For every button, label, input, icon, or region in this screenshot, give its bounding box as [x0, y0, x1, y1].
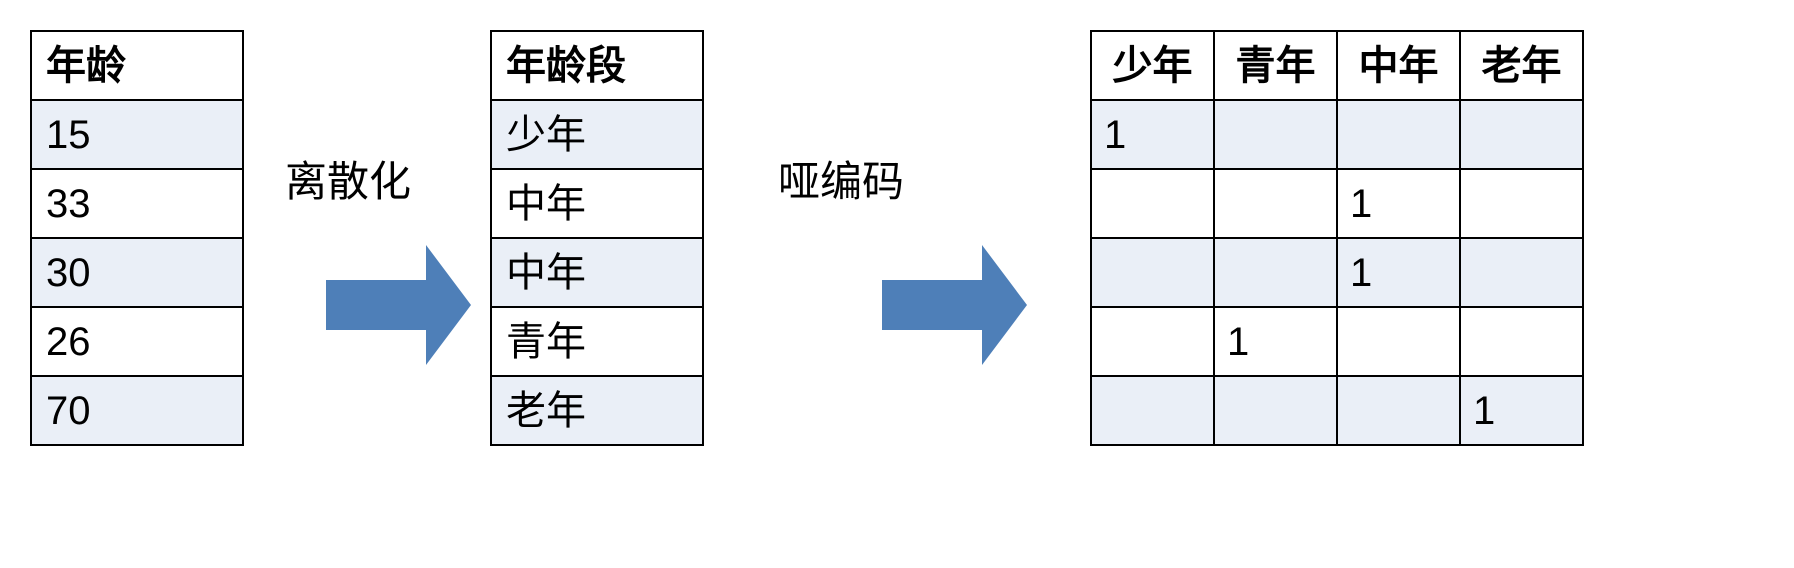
- table-row: 青年: [490, 306, 704, 377]
- age-band-cell: 青年: [490, 306, 704, 377]
- one-hot-header-cell: 少年: [1090, 30, 1215, 101]
- table-header-row: 年龄: [30, 30, 244, 101]
- table-row: 30: [30, 237, 244, 308]
- age-band-cell: 中年: [490, 237, 704, 308]
- age-band-table-header-cell: 年龄段: [490, 30, 704, 101]
- one-hot-cell: [1090, 306, 1215, 377]
- one-hot-cell: [1090, 375, 1215, 446]
- one-hot-cell: [1336, 375, 1461, 446]
- one-hot-cell: [1213, 375, 1338, 446]
- table-row: 中年: [490, 168, 704, 239]
- age-cell: 70: [30, 375, 244, 446]
- table-row: 33: [30, 168, 244, 239]
- one-hot-cell: 1: [1336, 237, 1461, 308]
- table-row: 中年: [490, 237, 704, 308]
- age-band-table: 年龄段 少年 中年 中年 青年 老年: [490, 30, 704, 446]
- one-hot-cell: [1459, 99, 1584, 170]
- dummy-encoding-step: 哑编码: [770, 155, 1040, 365]
- table-row: 1: [1090, 99, 1584, 170]
- table-header-row: 年龄段: [490, 30, 704, 101]
- table-row: 26: [30, 306, 244, 377]
- arrow-label-discretization: 离散化: [285, 158, 412, 205]
- table-header-row: 少年 青年 中年 老年: [1090, 30, 1584, 101]
- table-row: 1: [1090, 237, 1584, 308]
- age-cell: 33: [30, 168, 244, 239]
- one-hot-cell: [1090, 168, 1215, 239]
- table-row: 15: [30, 99, 244, 170]
- table-row: 1: [1090, 306, 1584, 377]
- one-hot-cell: 1: [1336, 168, 1461, 239]
- table-row: 1: [1090, 168, 1584, 239]
- age-band-cell: 少年: [490, 99, 704, 170]
- one-hot-cell: [1336, 99, 1461, 170]
- age-cell: 15: [30, 99, 244, 170]
- age-table-header-cell: 年龄: [30, 30, 244, 101]
- one-hot-cell: [1213, 99, 1338, 170]
- one-hot-cell: [1213, 168, 1338, 239]
- one-hot-cell: [1090, 237, 1215, 308]
- one-hot-cell: 1: [1090, 99, 1215, 170]
- one-hot-cell: [1213, 237, 1338, 308]
- table-row: 1: [1090, 375, 1584, 446]
- one-hot-cell: [1336, 306, 1461, 377]
- discretization-step: 离散化: [275, 155, 485, 365]
- one-hot-cell: [1459, 168, 1584, 239]
- one-hot-header-cell: 老年: [1459, 30, 1584, 101]
- one-hot-header-cell: 青年: [1213, 30, 1338, 101]
- right-arrow-icon: [326, 245, 471, 365]
- age-band-cell: 中年: [490, 168, 704, 239]
- right-arrow-icon: [882, 245, 1027, 365]
- one-hot-cell: 1: [1459, 375, 1584, 446]
- arrow-label-dummy-encoding: 哑编码: [778, 158, 905, 205]
- one-hot-cell: [1459, 237, 1584, 308]
- table-row: 老年: [490, 375, 704, 446]
- table-row: 少年: [490, 99, 704, 170]
- one-hot-cell: 1: [1213, 306, 1338, 377]
- one-hot-cell: [1459, 306, 1584, 377]
- one-hot-table: 少年 青年 中年 老年 1 1 1: [1090, 30, 1584, 446]
- age-cell: 30: [30, 237, 244, 308]
- one-hot-header-cell: 中年: [1336, 30, 1461, 101]
- age-table: 年龄 15 33 30 26 70: [30, 30, 244, 446]
- age-band-cell: 老年: [490, 375, 704, 446]
- age-cell: 26: [30, 306, 244, 377]
- table-row: 70: [30, 375, 244, 446]
